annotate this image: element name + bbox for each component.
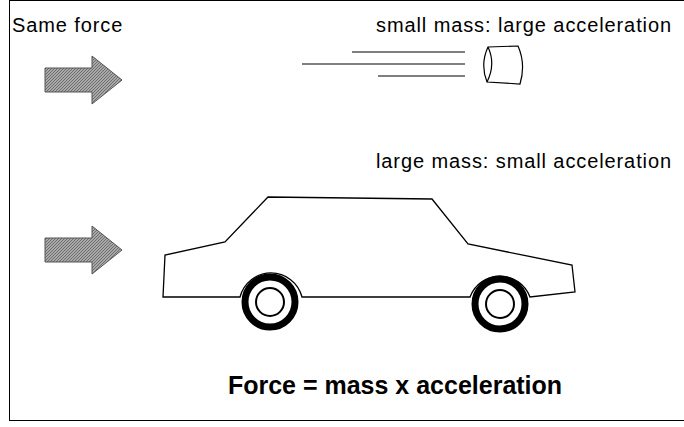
speed-lines [302,52,465,76]
force-arrow [45,226,122,274]
force-label: Same force [12,14,123,37]
wheel [245,277,295,327]
wheel [475,279,525,329]
caption: Force = mass x acceleration [228,371,562,400]
mass-label: small mass: large acceleration [376,14,672,37]
mass-label: large mass: small acceleration [376,150,672,173]
small-mass [484,46,523,84]
force-arrow [45,56,122,104]
frame [10,1,684,421]
